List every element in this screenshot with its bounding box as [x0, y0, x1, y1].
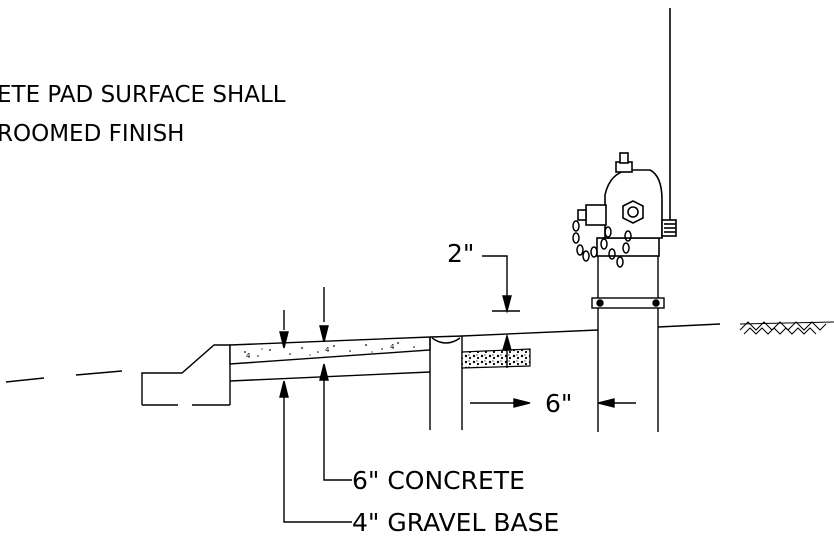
- concrete-mark: 4: [246, 352, 251, 360]
- clearance-dimension-label: 2": [447, 239, 474, 268]
- thickness-dimensions: [279, 287, 352, 523]
- finish-note-line-2: ROOMED FINISH: [0, 121, 184, 147]
- concrete-callout: 6" CONCRETE: [352, 466, 525, 495]
- clearance-dimension: [482, 255, 520, 368]
- offset-dimension: [470, 398, 636, 408]
- curb-profile: [141, 344, 231, 406]
- earth-hatch: [739, 321, 834, 335]
- gravel-base-line: [229, 371, 431, 382]
- concrete-mark: 4: [390, 343, 395, 351]
- finished-grade-line-right: [657, 323, 721, 328]
- hydrant-chain: [572, 220, 632, 268]
- concrete-mark: 4: [325, 346, 330, 354]
- concrete-pad: 4 4 4: [229, 336, 431, 365]
- gravel-patch: [461, 348, 531, 369]
- fire-hydrant-icon: [577, 152, 677, 257]
- hydrant-barrel: [591, 255, 665, 432]
- finish-note-line-1: ETE PAD SURFACE SHALL: [0, 82, 286, 108]
- finished-grade-line: [461, 329, 599, 337]
- gravel-callout: 4" GRAVEL BASE: [352, 508, 559, 537]
- existing-grade-dashed: [5, 370, 123, 383]
- valve-box: [429, 335, 463, 430]
- offset-dimension-label: 6": [545, 389, 572, 418]
